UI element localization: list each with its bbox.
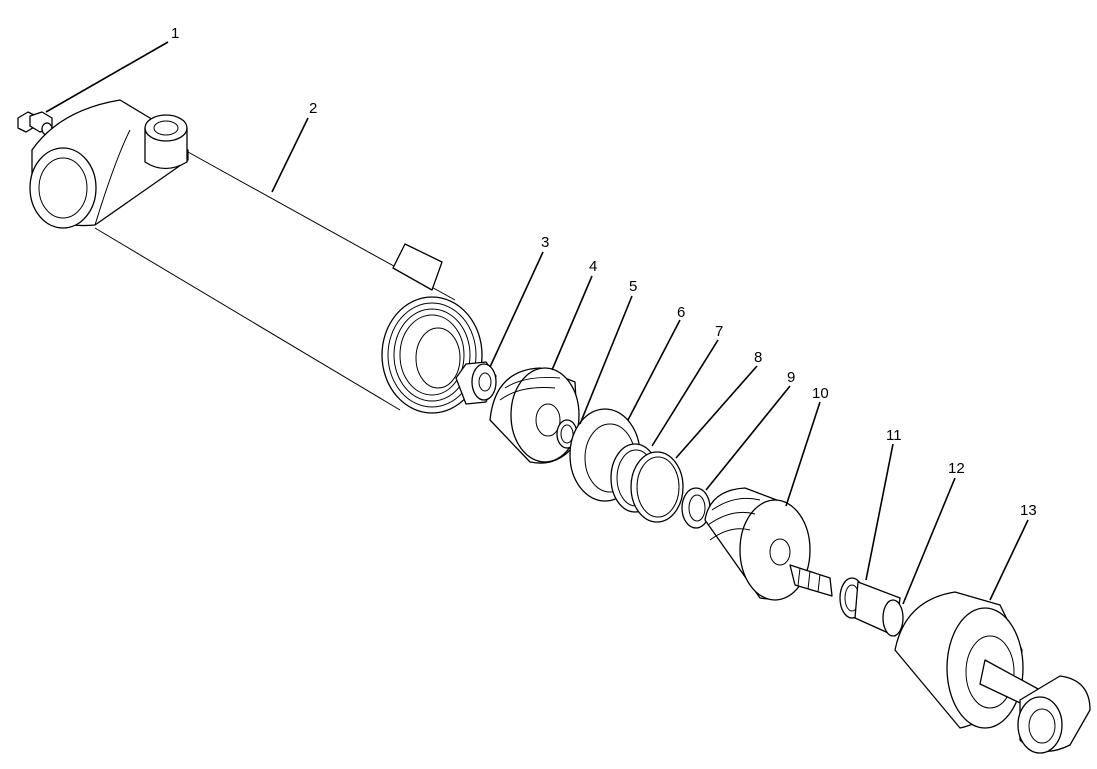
leader-12	[902, 477, 956, 605]
callout-4: 4	[589, 258, 597, 275]
part-12-rod	[854, 581, 904, 637]
callout-10: 10	[812, 385, 829, 402]
callout-6: 6	[677, 304, 685, 321]
leader-7	[651, 339, 719, 447]
part-4-gland	[489, 367, 580, 464]
part-3-nut	[455, 361, 497, 405]
callout-12: 12	[948, 460, 965, 477]
leader-8	[675, 365, 758, 459]
leader-10	[785, 401, 821, 507]
callout-7: 7	[715, 323, 723, 340]
leader-4	[551, 275, 593, 371]
callout-11: 11	[886, 427, 902, 444]
callout-8: 8	[754, 349, 762, 366]
leader-1	[45, 41, 169, 113]
callout-1: 1	[171, 25, 179, 42]
part-2-cylinder-barrel	[29, 99, 483, 414]
leader-2	[271, 117, 309, 193]
leader-5	[579, 295, 633, 425]
leader-13	[989, 519, 1029, 601]
part-1-grease-fitting	[17, 111, 53, 136]
callout-2: 2	[309, 100, 317, 117]
part-11-collar	[789, 564, 865, 619]
leader-11	[865, 443, 894, 581]
callout-13: 13	[1020, 502, 1037, 519]
part-8-o-ring	[630, 451, 684, 523]
part-10-piston	[704, 487, 811, 601]
leader-6	[627, 319, 681, 421]
leader-9	[705, 385, 791, 491]
callout-9: 9	[787, 369, 795, 386]
callout-5: 5	[629, 278, 637, 295]
leader-3	[489, 251, 544, 368]
callout-3: 3	[541, 234, 549, 251]
part-13-rod-end	[894, 591, 1091, 754]
